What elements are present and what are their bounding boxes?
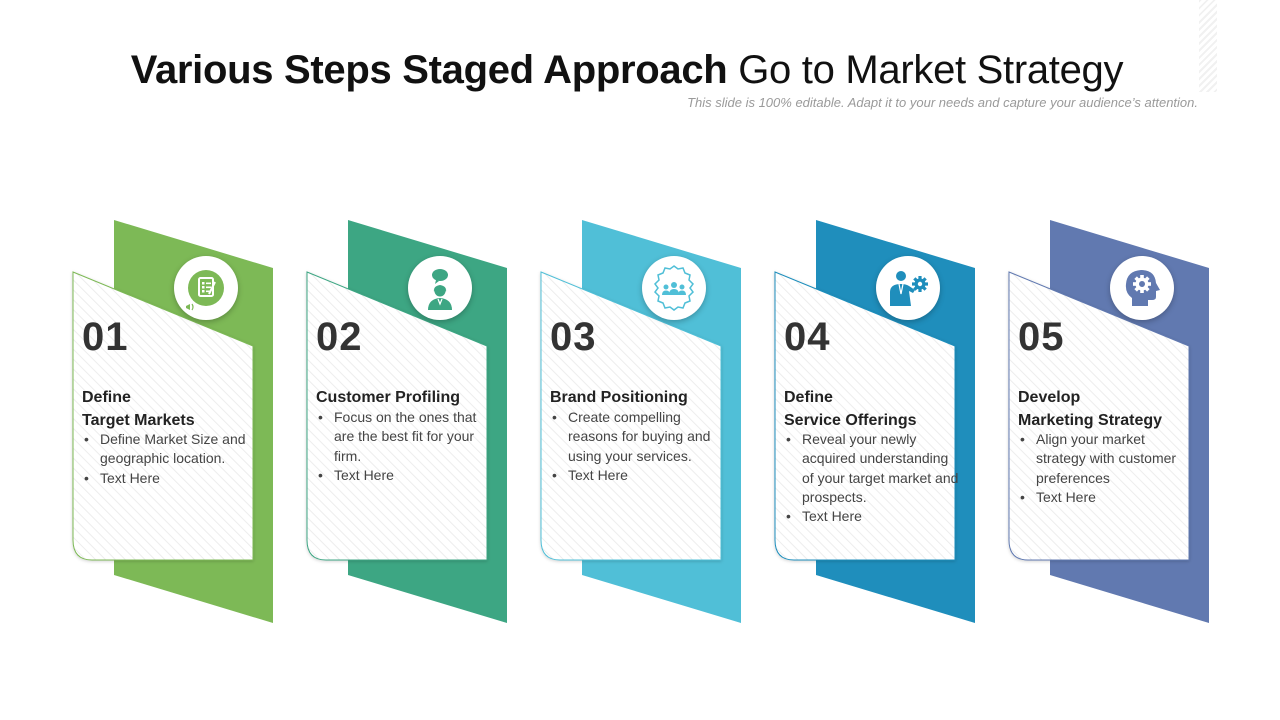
step-card-01: 01 Define Target Markets Define Market S…: [72, 220, 273, 630]
bullet-item: Define Market Size and geographic locati…: [82, 430, 258, 469]
step-bullets: Create compelling reasons for buying and…: [550, 408, 726, 485]
bullet-item: Text Here: [82, 469, 258, 489]
step-heading: Define Target Markets: [82, 386, 258, 432]
bullet-item: Reveal your newly acquired understanding…: [784, 430, 960, 507]
step-heading: Customer Profiling: [316, 386, 492, 409]
bullet-item: Create compelling reasons for buying and…: [550, 408, 726, 466]
heading-line: Service Offerings: [784, 412, 917, 429]
slide-title: Various Steps Staged Approach Go to Mark…: [0, 48, 1254, 93]
heading-line: Target Markets: [82, 412, 195, 429]
step-number: 04: [784, 315, 831, 359]
step-card-05: 05 Develop Marketing Strategy Align your…: [1008, 220, 1209, 630]
bullet-item: Focus on the ones that are the best fit …: [316, 408, 492, 466]
step-number: 05: [1018, 315, 1065, 359]
bullet-item: Text Here: [550, 466, 726, 486]
step-card-04: 04 Define Service Offerings Reveal your …: [774, 220, 975, 630]
step-card-03: 03 Brand Positioning Create compelling r…: [540, 220, 741, 630]
step-heading: Develop Marketing Strategy: [1018, 386, 1194, 432]
bullet-item: Text Here: [1018, 488, 1194, 508]
title-light: Go to Market Strategy: [727, 48, 1124, 92]
step-card-02: 02 Customer Profiling Focus on the ones …: [306, 220, 507, 630]
bullet-item: Text Here: [316, 466, 492, 486]
businessman-gear-icon: [876, 256, 940, 320]
heading-line: Develop: [1018, 389, 1081, 406]
slide-subtitle: This slide is 100% editable. Adapt it to…: [687, 95, 1198, 110]
heading-line: Customer Profiling: [316, 389, 461, 406]
step-heading: Brand Positioning: [550, 386, 726, 409]
step-card-shape: [72, 220, 273, 623]
heading-line: Define: [82, 389, 131, 406]
step-bullets: Focus on the ones that are the best fit …: [316, 408, 492, 485]
step-bullets: Align your market strategy with customer…: [1018, 430, 1194, 507]
step-number: 03: [550, 315, 597, 359]
heading-line: Define: [784, 389, 833, 406]
title-bold: Various Steps Staged Approach: [130, 48, 728, 92]
bullet-item: Text Here: [784, 507, 960, 527]
step-number: 01: [82, 315, 129, 359]
checklist-megaphone-icon: [174, 256, 238, 320]
step-number: 02: [316, 315, 363, 359]
step-bullets: Reveal your newly acquired understanding…: [784, 430, 960, 527]
group-badge-icon: [642, 256, 706, 320]
step-bullets: Define Market Size and geographic locati…: [82, 430, 258, 488]
heading-line: Marketing Strategy: [1018, 412, 1163, 429]
bullet-item: Align your market strategy with customer…: [1018, 430, 1194, 488]
head-gear-icon: [1110, 256, 1174, 320]
heading-line: Brand Positioning: [550, 389, 688, 406]
corner-decoration: [1199, 0, 1217, 92]
step-heading: Define Service Offerings: [784, 386, 960, 432]
customer-chat-icon: [408, 256, 472, 320]
